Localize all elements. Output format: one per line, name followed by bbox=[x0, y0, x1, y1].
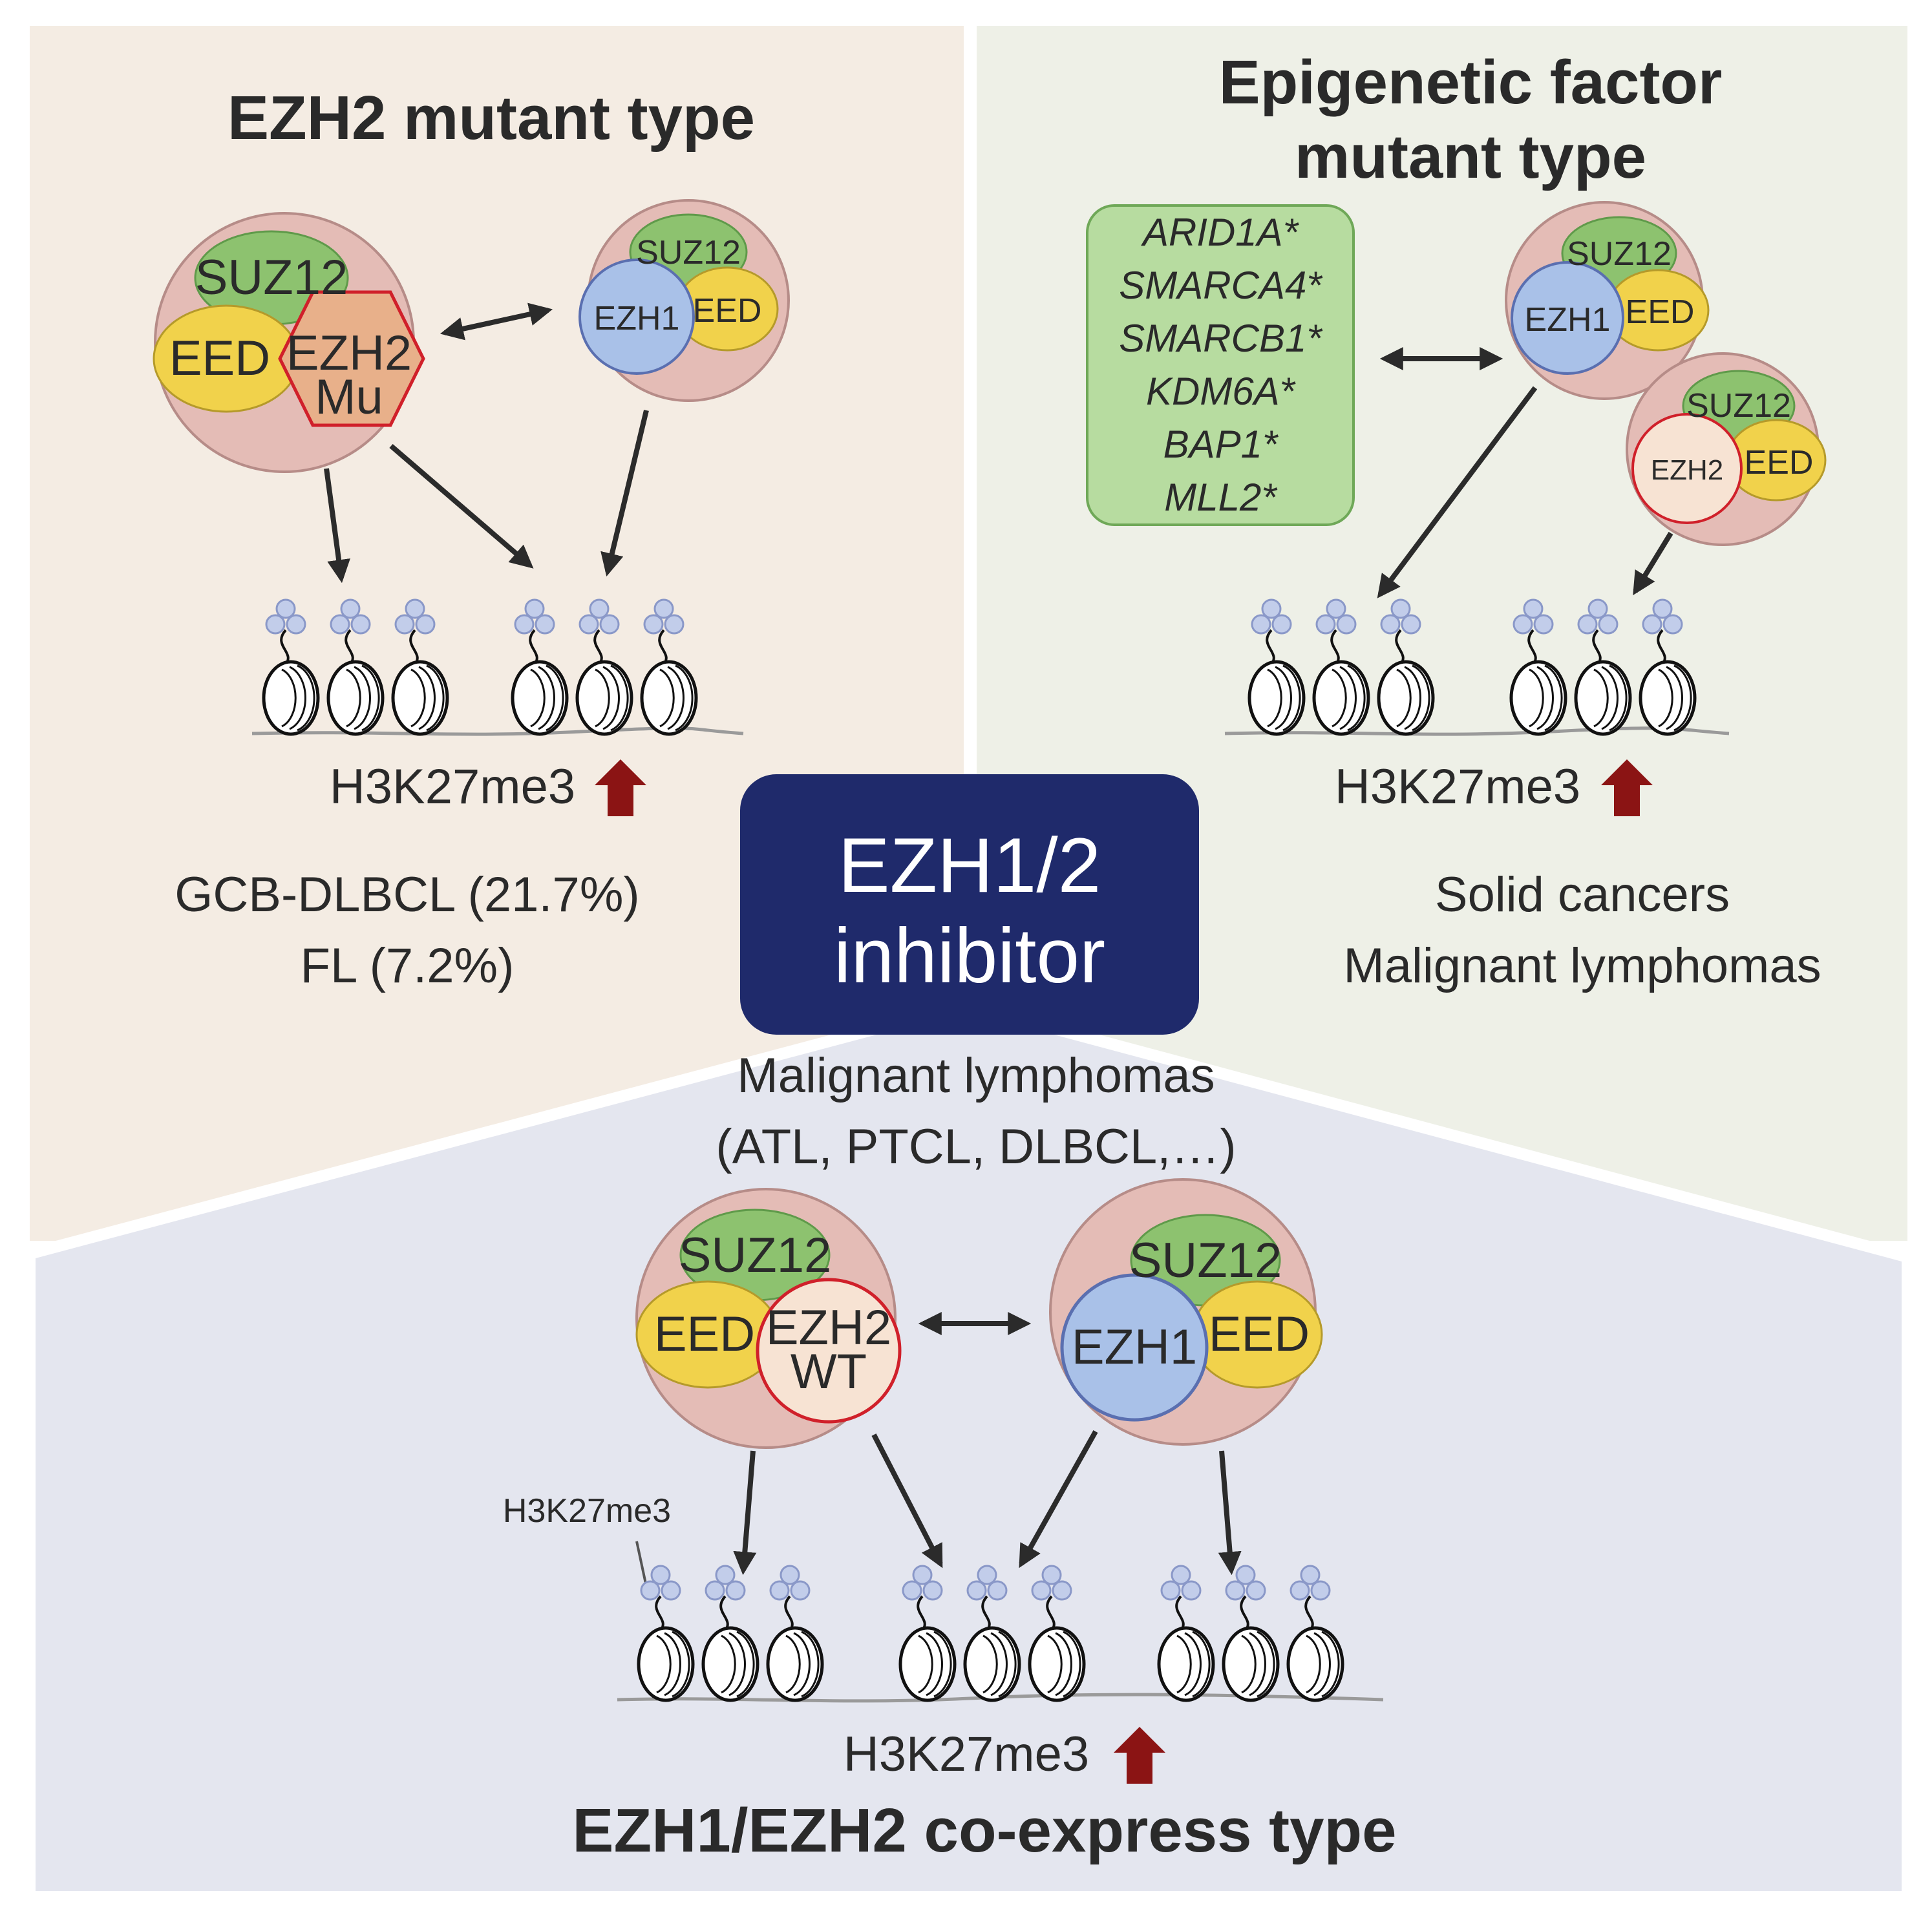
mutation-item: SMARCA4* bbox=[1119, 264, 1322, 307]
label-ezh2: EZH2 bbox=[286, 326, 412, 381]
label-eed: EED bbox=[1626, 293, 1695, 331]
disease-line2: (ATL, PTCL, DLBCL,…) bbox=[716, 1119, 1236, 1174]
label-ezh1: EZH1 bbox=[594, 300, 680, 337]
label-suz12: SUZ12 bbox=[679, 1228, 832, 1283]
label-ezh2-mu: Mu bbox=[315, 370, 383, 425]
label-suz12: SUZ12 bbox=[1686, 387, 1791, 425]
arrow-down bbox=[1218, 1450, 1242, 1576]
label-suz12: SUZ12 bbox=[1129, 1233, 1282, 1288]
mutation-item: SMARCB1* bbox=[1119, 317, 1322, 360]
inhibitor-hub: EZH1/2 inhibitor bbox=[740, 774, 1199, 1035]
complex-ezh2-wt: SUZ12 EED EZH2 WT bbox=[635, 1188, 902, 1449]
arrow-down bbox=[600, 410, 649, 577]
label-eed: EED bbox=[169, 331, 270, 386]
mutation-item: KDM6A* bbox=[1146, 370, 1296, 413]
arrow-down bbox=[733, 1450, 757, 1576]
complex-ezh1-bottom: SUZ12 EZH1 EED bbox=[1049, 1178, 1323, 1446]
label-ezh2-wt: WT bbox=[791, 1344, 867, 1399]
disease-line2: FL (7.2%) bbox=[301, 938, 515, 993]
label-ezh2: EZH2 bbox=[766, 1300, 891, 1355]
complex-ezh2-mutant: SUZ12 EED EZH2 Mu bbox=[153, 212, 425, 473]
panel-ezh2-mutant: EZH2 mutant type SUZ12 EED EZH2 Mu SUZ12… bbox=[153, 83, 790, 993]
chromatin-bottom bbox=[617, 1566, 1384, 1703]
chromatin-left bbox=[251, 600, 744, 736]
mark-label: H3K27me3 bbox=[1335, 759, 1580, 814]
panel-coexpress-bg bbox=[24, 998, 1913, 1903]
label-suz12: SUZ12 bbox=[195, 250, 348, 305]
mark-label: H3K27me3 bbox=[330, 759, 575, 814]
complex-ezh1-left: SUZ12 EZH1 EED bbox=[579, 199, 790, 402]
label-ezh1: EZH1 bbox=[1072, 1320, 1197, 1375]
up-arrow-icon bbox=[1114, 1727, 1165, 1784]
disease-line1: Solid cancers bbox=[1435, 867, 1730, 922]
arrow-down bbox=[324, 468, 350, 584]
mutation-list-box bbox=[1086, 204, 1355, 526]
arrow-down bbox=[871, 1433, 943, 1568]
label-eed: EED bbox=[654, 1307, 755, 1362]
chromatin-right bbox=[1224, 600, 1730, 736]
mutation-item: BAP1* bbox=[1163, 423, 1279, 466]
arrow-down bbox=[1633, 531, 1673, 596]
arrow-down bbox=[389, 443, 534, 569]
inhibitor-box bbox=[740, 774, 1199, 1035]
panel-epigenetic-mutant: Epigenetic factor mutant type ARID1A* SM… bbox=[1086, 48, 1827, 993]
callout-label: H3K27me3 bbox=[503, 1492, 671, 1530]
label-ezh1: EZH1 bbox=[1525, 301, 1611, 339]
up-arrow-icon bbox=[595, 759, 646, 816]
mutation-item: ARID1A* bbox=[1141, 211, 1299, 254]
mark-label: H3K27me3 bbox=[844, 1727, 1089, 1782]
complex-ezh2-right: SUZ12 EZH2 EED bbox=[1626, 352, 1827, 546]
label-ezh2: EZH2 bbox=[1651, 454, 1723, 486]
callout-line bbox=[635, 1541, 648, 1587]
disease-line1: GCB-DLBCL (21.7%) bbox=[175, 867, 639, 922]
disease-line2: Malignant lymphomas bbox=[1343, 938, 1821, 993]
complex-ezh1-right: SUZ12 EZH1 EED bbox=[1505, 201, 1710, 400]
label-eed: EED bbox=[1745, 444, 1814, 481]
panel-title-line2: mutant type bbox=[1295, 122, 1646, 191]
panel-ezh2-mutant-bg bbox=[30, 26, 964, 1241]
label-eed: EED bbox=[693, 292, 762, 330]
label-eed: EED bbox=[1209, 1307, 1310, 1362]
arrow-double bbox=[440, 302, 553, 341]
panel-title-ezh2-mutant: EZH2 mutant type bbox=[228, 83, 755, 153]
mutation-item: MLL2* bbox=[1164, 476, 1277, 519]
inhibitor-line2: inhibitor bbox=[834, 913, 1105, 999]
disease-line1: Malignant lymphomas bbox=[737, 1048, 1215, 1103]
arrow-down bbox=[1019, 1430, 1098, 1568]
up-arrow-icon bbox=[1601, 759, 1653, 816]
label-suz12: SUZ12 bbox=[636, 234, 741, 271]
arrow-down bbox=[1377, 386, 1538, 598]
panel-coexpress: Malignant lymphomas (ATL, PTCL, DLBCL,…)… bbox=[503, 1048, 1397, 1865]
panel-title-coexpress: EZH1/EZH2 co-express type bbox=[572, 1796, 1396, 1865]
label-suz12: SUZ12 bbox=[1567, 235, 1672, 273]
panel-title-line1: Epigenetic factor bbox=[1219, 48, 1723, 117]
inhibitor-line1: EZH1/2 bbox=[838, 822, 1101, 909]
